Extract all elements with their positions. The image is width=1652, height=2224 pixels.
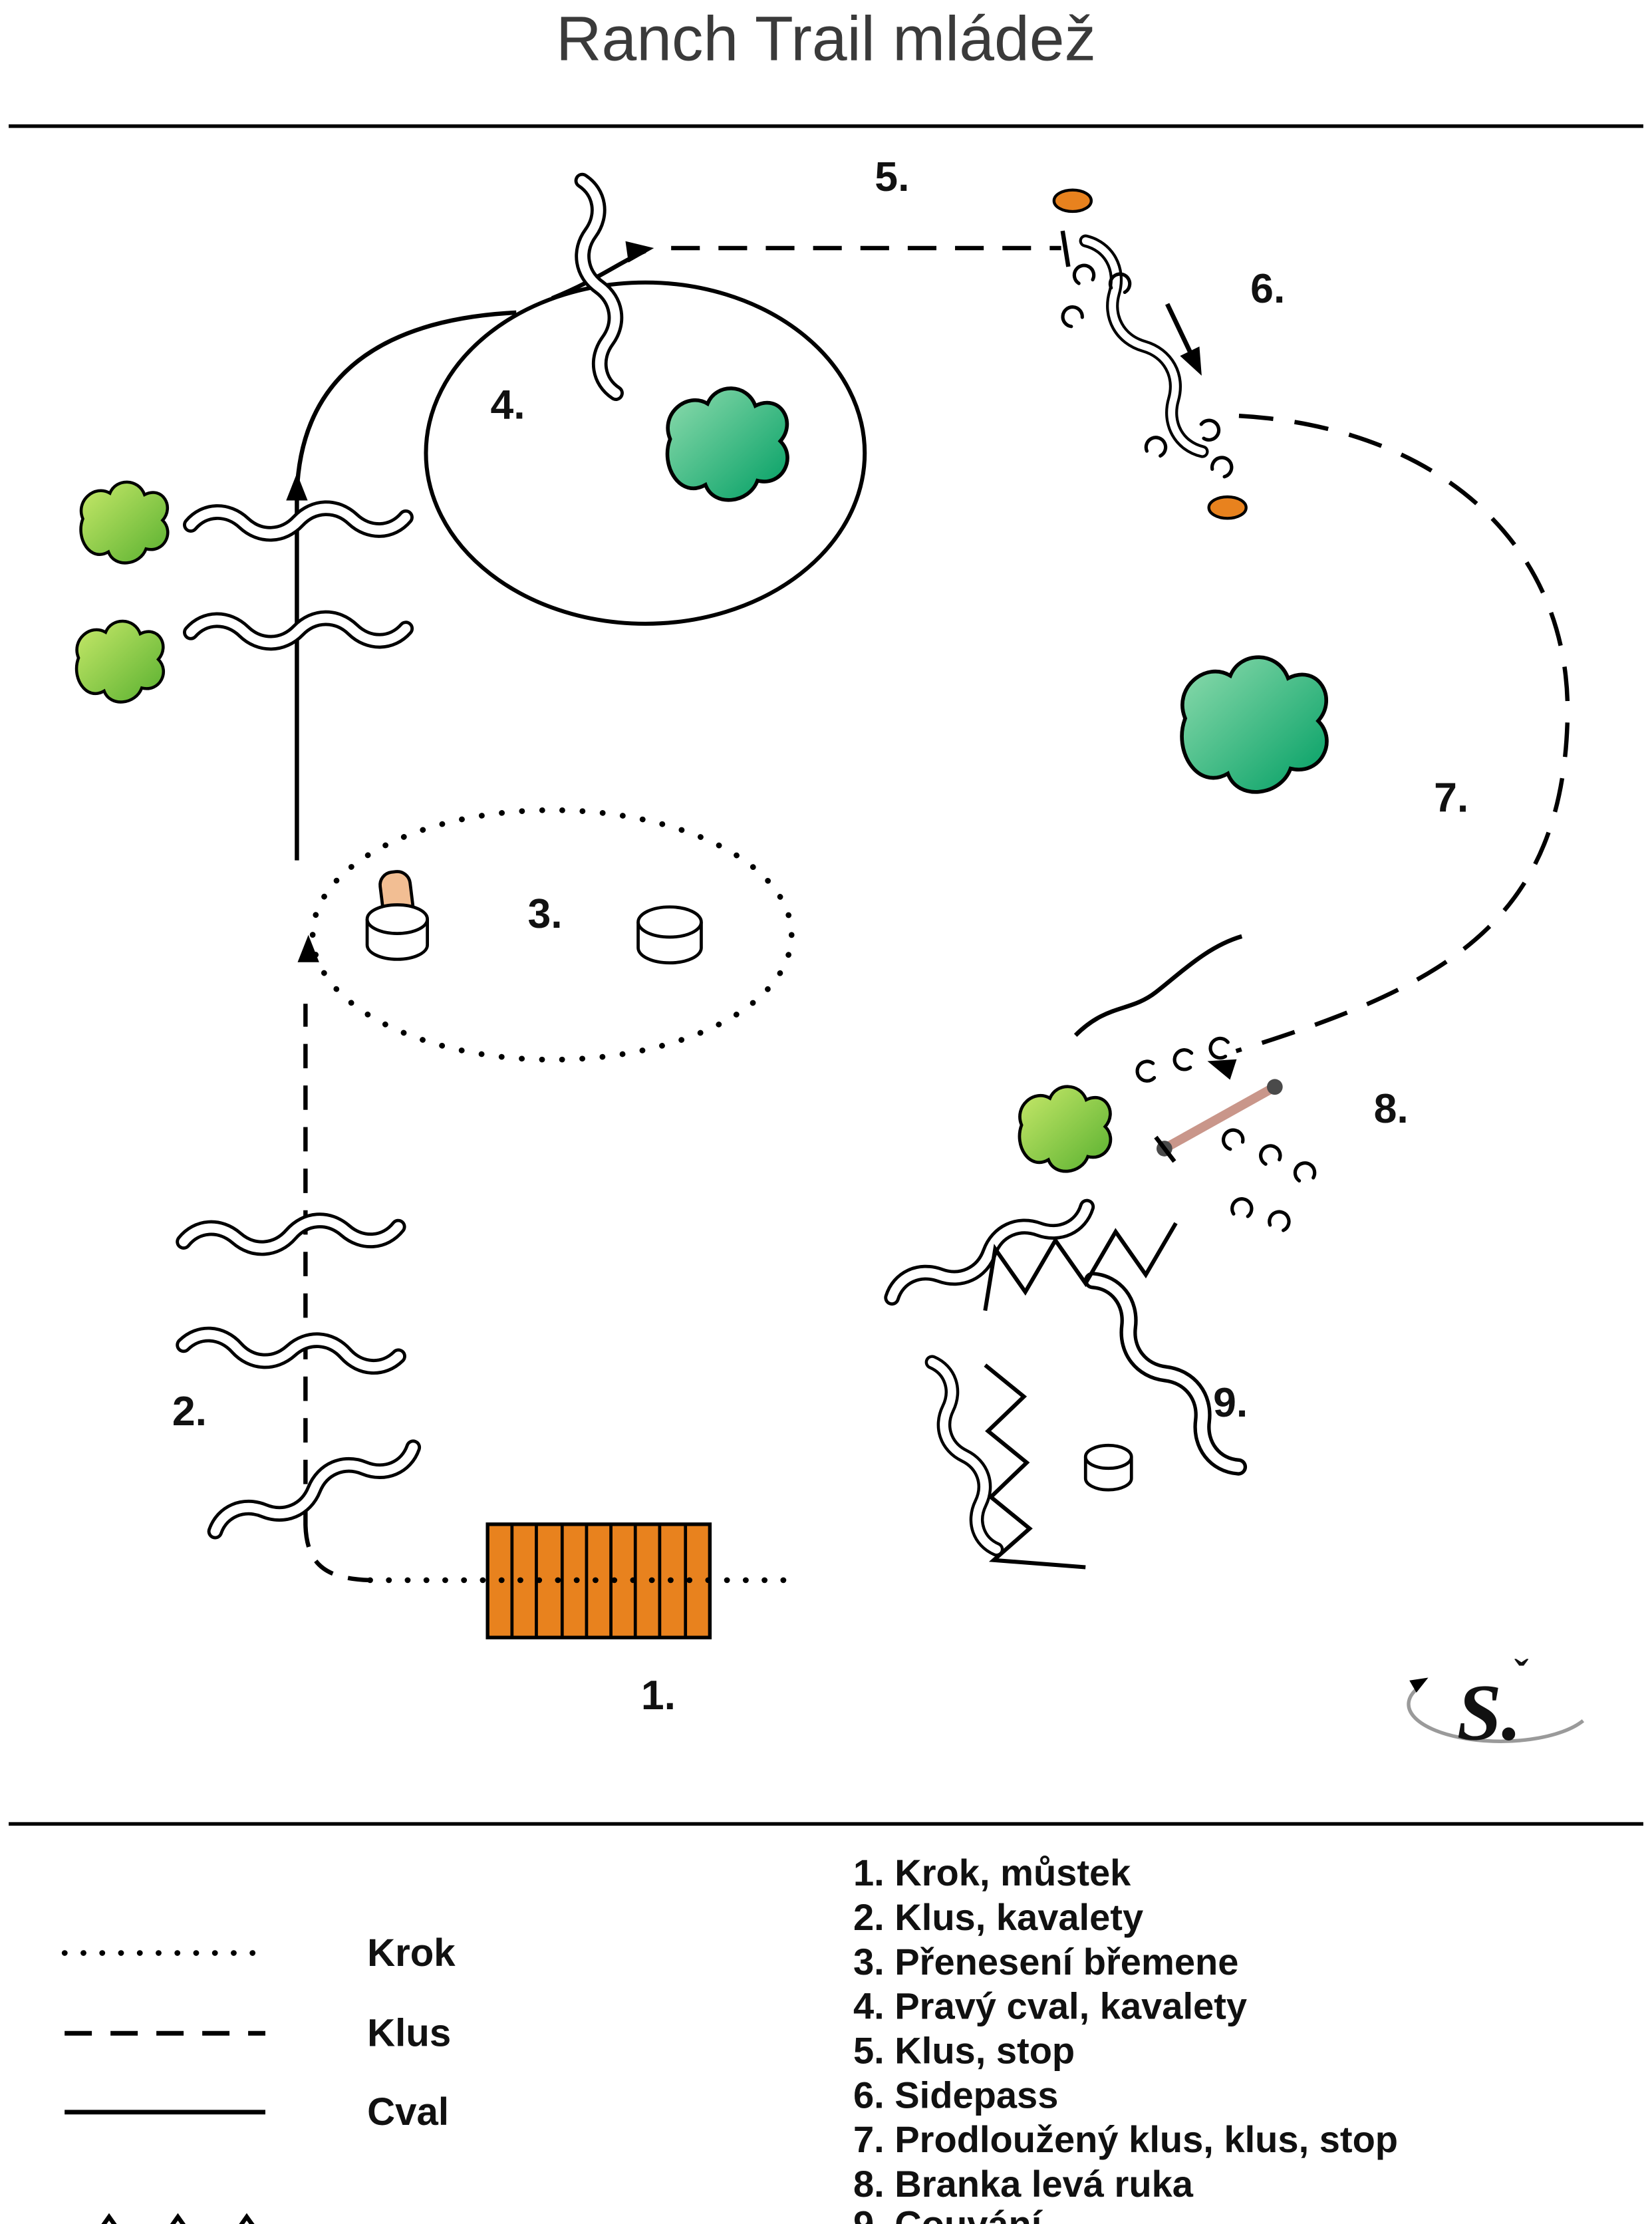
arrowhead-circle-exit — [625, 237, 656, 263]
gate-pole — [1159, 1082, 1280, 1153]
start-loop — [1407, 1686, 1585, 1743]
path-trot-extended-arc — [1235, 414, 1570, 1053]
obstacle-item-1: 1. Krok, můstek — [853, 1852, 1131, 1893]
obstacle-item-8: 8. Branka levá ruka — [853, 2163, 1194, 2205]
arrowhead-start — [1409, 1671, 1432, 1693]
marker-3: 3. — [528, 891, 563, 937]
backup-zigzag-upper — [983, 1222, 1178, 1312]
horseshoe — [1220, 1127, 1245, 1151]
marker-7: 7. — [1434, 774, 1468, 821]
legend-label-canter: Cval — [367, 2090, 449, 2134]
pole-topleft-2 — [191, 617, 406, 644]
obstacle-item-7: 7. Prodloužený klus, klus, stop — [853, 2118, 1398, 2160]
marker-9: 9. — [1213, 1379, 1248, 1426]
walk-circle — [309, 807, 795, 1063]
legend-label-backup: Couvání — [367, 2219, 521, 2224]
path-trot-bridge-connector — [303, 1525, 370, 1583]
legend-label-walk: Krok — [367, 1931, 456, 1975]
horseshoe — [1137, 1061, 1155, 1081]
horseshoe — [1072, 263, 1095, 284]
bush — [76, 621, 164, 702]
horseshoe — [1201, 419, 1220, 441]
bridge — [485, 1522, 712, 1639]
sidepass-pole — [1074, 235, 1214, 458]
horseshoe — [1258, 1143, 1282, 1165]
start-marker: S. ˇ — [1407, 1651, 1585, 1757]
horseshoe — [1174, 1049, 1192, 1069]
pole-left-3 — [211, 1437, 418, 1542]
path-canter-gate — [1073, 934, 1243, 1037]
horseshoe — [1209, 1037, 1228, 1059]
horseshoe — [1210, 454, 1235, 478]
path-canter-connector — [295, 310, 517, 493]
start-label: S. — [1457, 1668, 1522, 1757]
stop-tick — [1060, 230, 1071, 267]
obstacle-item-2: 2. Klus, kavalety — [853, 1896, 1143, 1938]
load-barrel — [365, 870, 429, 961]
marker-5: 5. — [875, 154, 909, 200]
bush — [1182, 657, 1327, 792]
arrowhead-trot-up — [297, 934, 319, 962]
bush — [81, 482, 168, 563]
start-check: ˇ — [1514, 1651, 1529, 1699]
marker-2: 2. — [172, 1388, 207, 1435]
pole-left-1 — [183, 1215, 399, 1254]
legend-gaits: Krok Klus Cval Couvání — [61, 1931, 521, 2224]
obstacle-item-4: 4. Pravý cval, kavalety — [853, 1985, 1247, 2027]
legend-label-trot: Klus — [367, 2012, 451, 2055]
page-title: Ranch Trail mládež — [556, 4, 1096, 74]
gate-obstacle — [1137, 1037, 1316, 1231]
pole-back-2 — [922, 1359, 1007, 1553]
barrel — [1083, 1443, 1133, 1492]
gate-pole-end — [1266, 1079, 1283, 1095]
horseshoe — [1059, 303, 1084, 329]
pole-left-2 — [183, 1333, 399, 1368]
obstacle-list: 1. Krok, můstek 2. Klus, kavalety 3. Pře… — [853, 1852, 1398, 2224]
marker-1: 1. — [641, 1672, 676, 1719]
horseshoe — [1268, 1209, 1292, 1232]
cone-marker — [1052, 188, 1093, 213]
obstacle-item-6: 6. Sidepass — [853, 2074, 1058, 2116]
bush — [668, 388, 788, 500]
barrel — [636, 905, 703, 965]
marker-6: 6. — [1250, 265, 1285, 312]
marker-8: 8. — [1374, 1085, 1409, 1132]
backup-zigzag-lower — [984, 1363, 1086, 1570]
legend-line-backup — [101, 2213, 255, 2224]
arrowhead-sidepass — [1180, 346, 1212, 380]
obstacle-item-3: 3. Přenesení břemene — [853, 1941, 1238, 1983]
horseshoe — [1145, 435, 1169, 457]
horseshoe — [1231, 1197, 1253, 1216]
arrowhead-to-gate — [1204, 1051, 1237, 1080]
cone-marker — [1207, 495, 1248, 520]
canter-circle — [424, 280, 867, 626]
horseshoe — [1294, 1161, 1316, 1181]
gate-latch — [1154, 1135, 1176, 1163]
obstacle-item-9: 9. Couvání — [853, 2203, 1043, 2224]
bush — [1020, 1087, 1111, 1171]
obstacle-item-5: 5. Klus, stop — [853, 2030, 1075, 2072]
marker-4: 4. — [490, 382, 525, 428]
sidepass-obstacle — [1052, 188, 1248, 520]
